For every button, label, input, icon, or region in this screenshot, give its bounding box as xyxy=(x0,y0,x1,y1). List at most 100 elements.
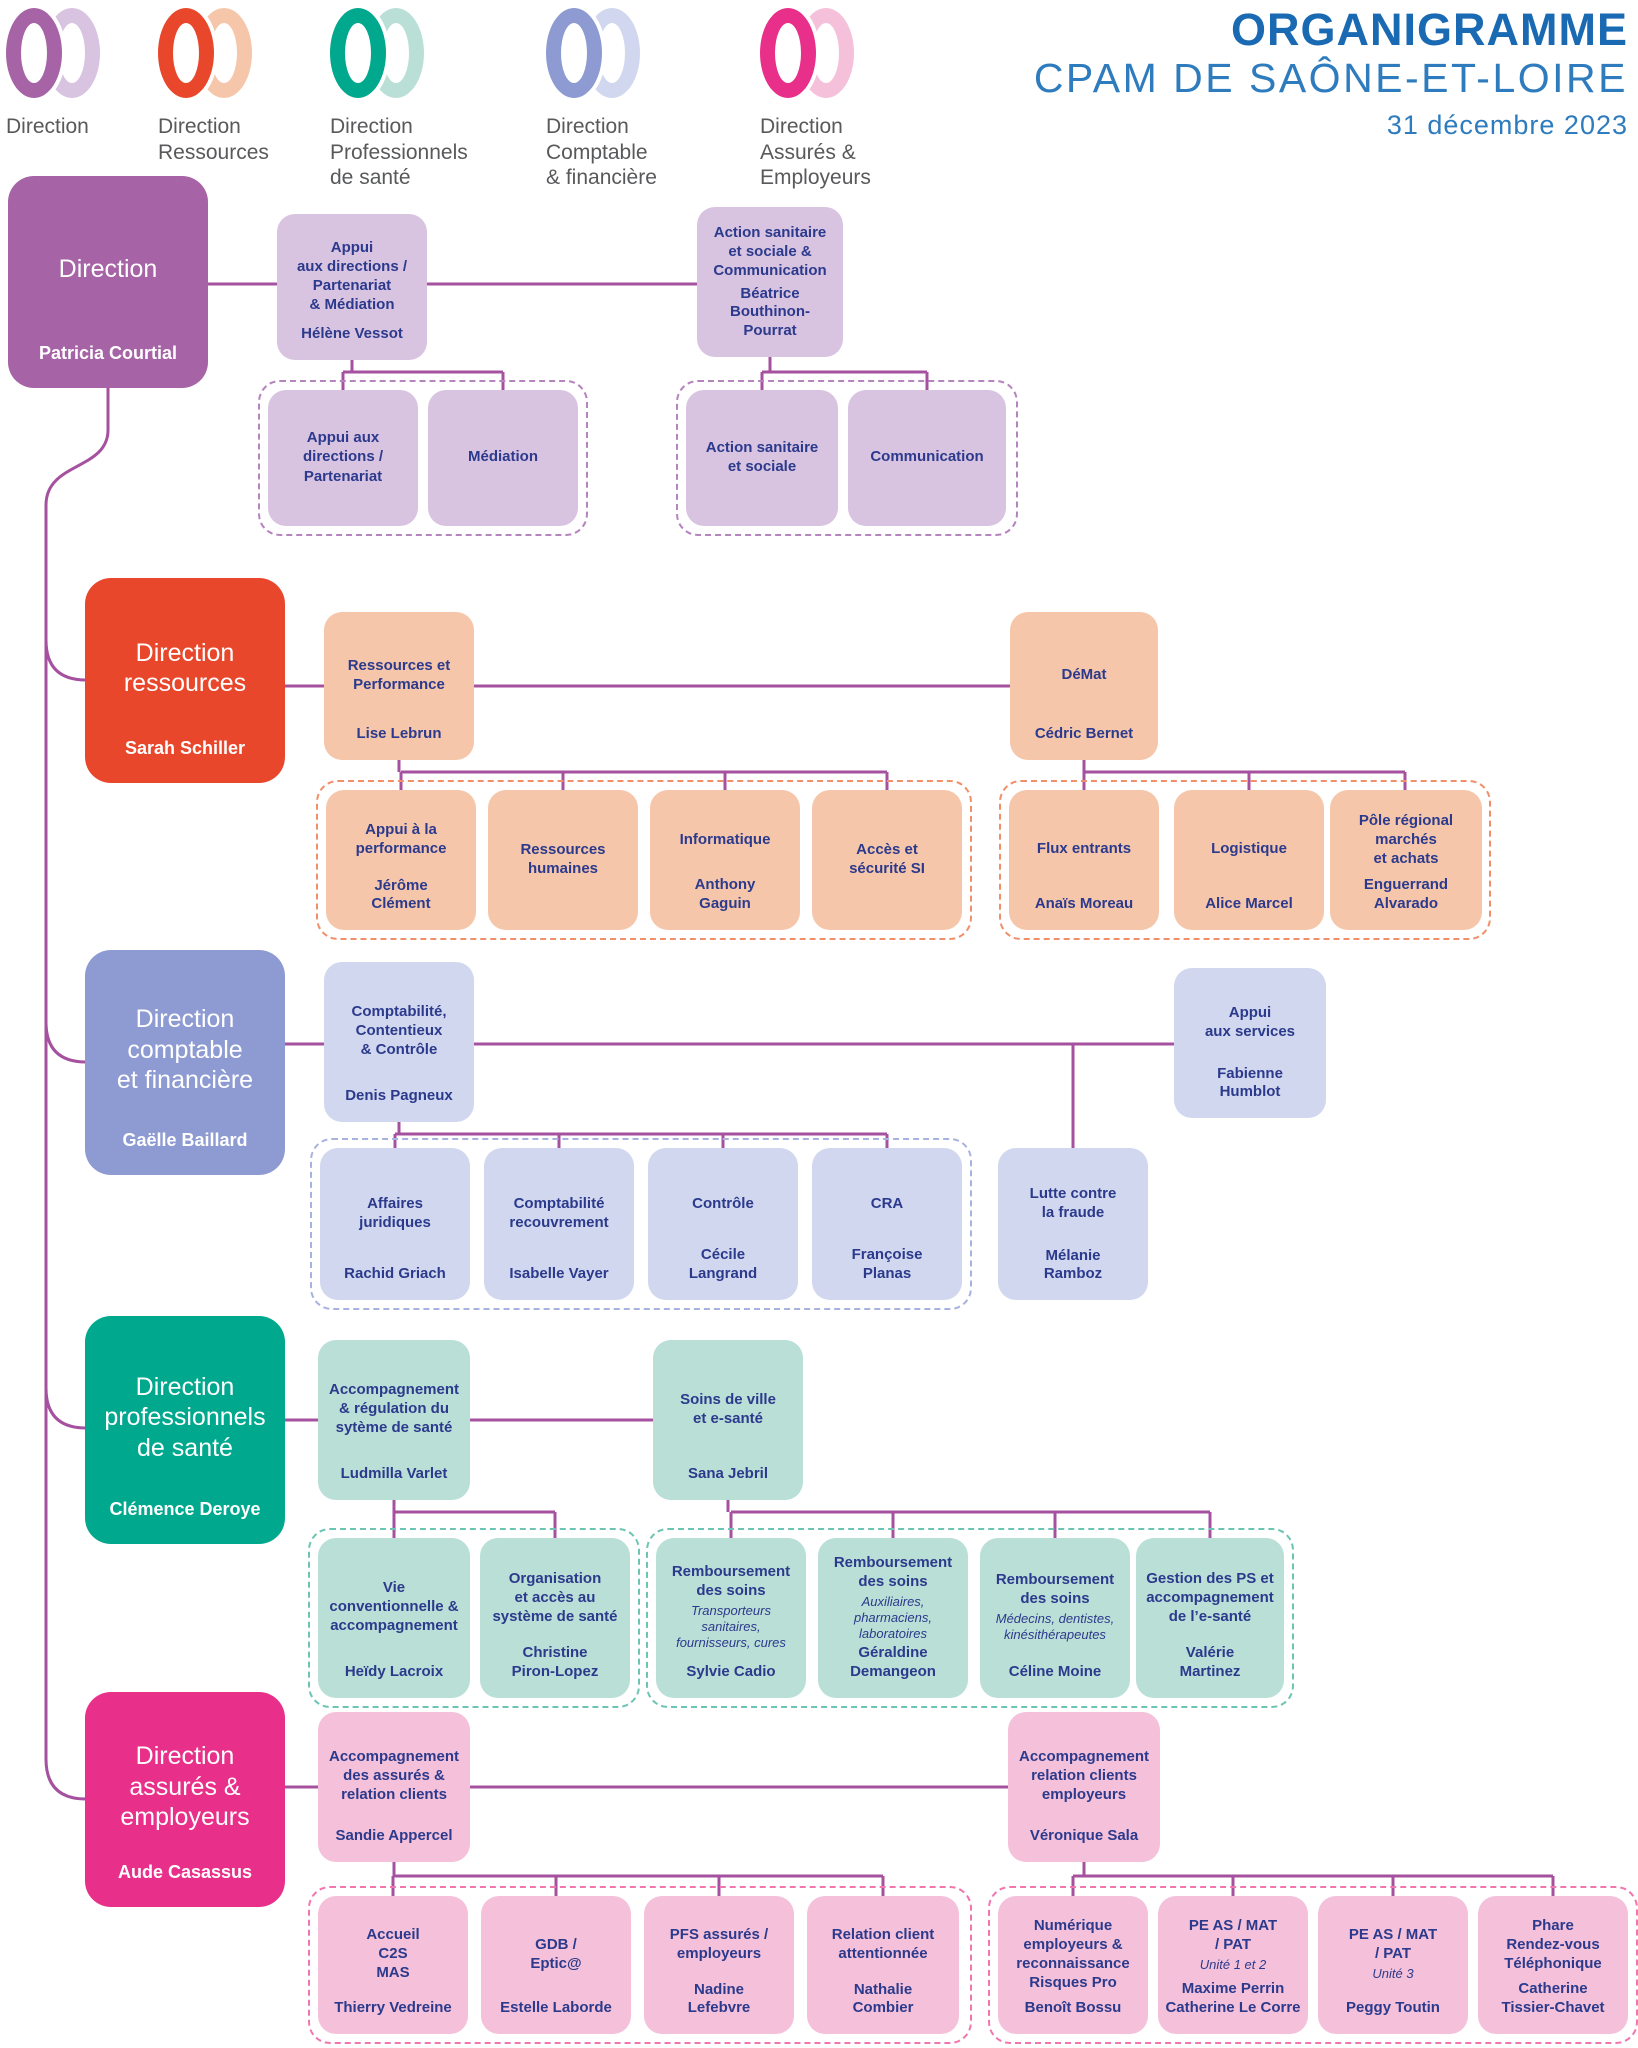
row1-connectors xyxy=(208,282,929,394)
unit-manager-name: Estelle Laborde xyxy=(500,1999,612,2017)
legend-item-professionnels: Direction Professionnels de santé xyxy=(330,8,468,191)
unit-label: Accompagnement relation clients employeu… xyxy=(1018,1748,1150,1804)
dept-label: Direction comptable et financière xyxy=(116,1005,254,1095)
unit-manager-name: Thierry Vedreine xyxy=(334,1999,452,2017)
box-comptabilite-contentieux-controle: Comptabilité, Contentieux & Contrôle Den… xyxy=(324,962,474,1122)
unit-label: Action sanitaire et sociale xyxy=(705,438,819,475)
box-controle: Contrôle Cécile Langrand xyxy=(648,1148,798,1300)
rings-icon xyxy=(6,8,102,98)
unit-label: Ressources et Performance xyxy=(347,656,451,693)
group-ps-left xyxy=(308,1528,640,1708)
unit-sublabel: Unité 1 et 2 xyxy=(1199,1956,1267,1972)
unit-label: Numérique employeurs & reconnaissance Ri… xyxy=(1016,1916,1130,1991)
dept-head-name: Patricia Courtial xyxy=(38,343,178,363)
unit-manager-name: Jérôme Clément xyxy=(371,876,431,913)
box-flux-entrants: Flux entrants Anaïs Moreau xyxy=(1009,790,1159,930)
unit-label: Appui aux directions / Partenariat xyxy=(302,429,384,485)
unit-label: Accès et sécurité SI xyxy=(849,840,925,877)
box-gestion-ps-esante: Gestion des PS et accompagnement de l’e-… xyxy=(1136,1538,1284,1698)
unit-label: Appui à la performance xyxy=(355,821,447,858)
unit-manager-name: Sylvie Cadio xyxy=(686,1663,776,1681)
legend-label: Direction Assurés & Employeurs xyxy=(760,115,871,190)
unit-label: PE AS / MAT / PAT xyxy=(1188,1916,1278,1953)
legend-item-comptable: Direction Comptable & financière xyxy=(546,8,657,191)
box-appui-directions-partenariat: Appui aux directions / Partenariat xyxy=(268,390,418,526)
unit-label: Action sanitaire et sociale & Communicat… xyxy=(713,224,827,280)
unit-manager-name: Véronique Sala xyxy=(1029,1827,1139,1845)
group-direction-left xyxy=(258,380,588,536)
unit-manager-name: Ludmilla Varlet xyxy=(340,1465,448,1483)
group-ps-right xyxy=(646,1528,1294,1708)
box-relation-client-attentionnee: Relation client attentionnée Nathalie Co… xyxy=(807,1896,959,2034)
legend-label: Direction Ressources xyxy=(158,115,269,164)
box-action-sanitaire-sociale: Action sanitaire et sociale xyxy=(686,390,838,526)
box-organisation-acces: Organisation et accès au système de sant… xyxy=(480,1538,630,1698)
unit-manager-name: Valérie Martinez xyxy=(1179,1644,1241,1681)
group-direction-right xyxy=(676,380,1018,536)
box-appui-aux-services: Appui aux services Fabienne Humblot xyxy=(1174,968,1326,1118)
dept-head-name: Aude Casassus xyxy=(117,1862,253,1882)
unit-label: Accueil C2S MAS xyxy=(366,1926,420,1982)
unit-manager-name: Béatrice Bouthinon- Pourrat xyxy=(730,284,810,340)
unit-manager-name: Heïdy Lacroix xyxy=(344,1663,444,1681)
unit-label: Communication xyxy=(870,448,984,466)
title-block: ORGANIGRAMME CPAM DE SAÔNE-ET-LOIRE 31 d… xyxy=(1034,6,1628,141)
organization-name: CPAM DE SAÔNE-ET-LOIRE xyxy=(1033,55,1628,102)
spine-connector xyxy=(44,388,110,1801)
date-label: 31 décembre 2023 xyxy=(1386,110,1628,141)
box-accueil-c2s-mas: Accueil C2S MAS Thierry Vedreine xyxy=(318,1896,468,2034)
unit-label: GDB / Eptic@ xyxy=(530,1935,582,1972)
box-direction-assures-employeurs: Direction assurés & employeurs Aude Casa… xyxy=(85,1692,285,1907)
unit-manager-name: Mélanie Ramboz xyxy=(1043,1246,1103,1283)
group-assures-left xyxy=(308,1886,972,2044)
unit-label: PFS assurés / employeurs xyxy=(669,1926,769,1963)
unit-manager-name: Isabelle Vayer xyxy=(509,1265,609,1283)
box-appui-performance: Appui à la performance Jérôme Clément xyxy=(326,790,476,930)
box-numerique-employeurs: Numérique employeurs & reconnaissance Ri… xyxy=(998,1896,1148,2034)
box-soins-de-ville-esante: Soins de ville et e-santé Sana Jebril xyxy=(653,1340,803,1500)
unit-manager-name: Enguerrand Alvarado xyxy=(1363,876,1449,913)
box-direction-ressources: Direction ressources Sarah Schiller xyxy=(85,578,285,783)
unit-manager-name: Lise Lebrun xyxy=(356,725,442,743)
box-accompagnement-employeurs: Accompagnement relation clients employeu… xyxy=(1008,1712,1160,1862)
unit-manager-name: Sana Jebril xyxy=(687,1465,769,1483)
unit-label: Lutte contre la fraude xyxy=(1029,1185,1117,1222)
box-appui-directions-partenariat-mediation: Appui aux directions / Partenariat & Méd… xyxy=(277,214,427,360)
unit-label: Accompagnement des assurés & relation cl… xyxy=(328,1748,460,1804)
legend-label: Direction Professionnels de santé xyxy=(330,115,468,190)
unit-label: Organisation et accès au système de sant… xyxy=(492,1569,618,1625)
unit-manager-name: Peggy Toutin xyxy=(1346,1999,1440,2017)
group-ressources-left xyxy=(316,780,972,940)
unit-manager-name: Christine Piron-Lopez xyxy=(511,1644,599,1681)
box-accompagnement-assures: Accompagnement des assurés & relation cl… xyxy=(318,1712,470,1862)
unit-sublabel: Transporteurs sanitaires, fournisseurs, … xyxy=(676,1603,786,1651)
box-gdb-eptic: GDB / Eptic@ Estelle Laborde xyxy=(481,1896,631,2034)
box-mediation: Médiation xyxy=(428,390,578,526)
unit-manager-name: Denis Pagneux xyxy=(345,1087,453,1105)
unit-sublabel: Unité 3 xyxy=(1372,1966,1414,1982)
box-pe-as-mat-pat-unite12: PE AS / MAT / PAT Unité 1 et 2 Maxime Pe… xyxy=(1158,1896,1308,2034)
unit-manager-name: Anaïs Moreau xyxy=(1034,895,1134,913)
dept-label: Direction professionnels de santé xyxy=(104,1372,266,1462)
unit-label: Affaires juridiques xyxy=(359,1194,431,1231)
legend-label: Direction Comptable & financière xyxy=(546,115,657,190)
box-lutte-contre-fraude: Lutte contre la fraude Mélanie Ramboz xyxy=(998,1148,1148,1300)
unit-sublabel: Auxiliaires, pharmaciens, laboratoires xyxy=(853,1594,933,1641)
group-comptable xyxy=(310,1138,972,1310)
box-remboursement-medecins: Remboursement des soins Médecins, dentis… xyxy=(980,1538,1130,1698)
legend-item-ressources: Direction Ressources xyxy=(158,8,269,165)
unit-label: Phare Rendez-vous Téléphonique xyxy=(1504,1916,1602,1972)
unit-label: Appui aux directions / Partenariat & Méd… xyxy=(296,238,408,313)
unit-manager-name: Cédric Bernet xyxy=(1034,725,1134,743)
rings-icon xyxy=(330,8,426,98)
unit-label: Accompagnement & régulation du sytème de… xyxy=(328,1381,460,1437)
unit-label: Contrôle xyxy=(692,1194,754,1212)
unit-manager-name: Catherine Tissier-Chavet xyxy=(1501,1980,1605,2017)
unit-manager-name: Rachid Griach xyxy=(344,1265,446,1283)
dept-label: Direction assurés & employeurs xyxy=(120,1742,250,1832)
box-direction-comptable: Direction comptable et financière Gaëlle… xyxy=(85,950,285,1175)
box-vie-conventionnelle: Vie conventionnelle & accompagnement Heï… xyxy=(318,1538,470,1698)
unit-label: Pôle régional marchés et achats xyxy=(1358,811,1454,867)
box-cra: CRA Françoise Planas xyxy=(812,1148,962,1300)
